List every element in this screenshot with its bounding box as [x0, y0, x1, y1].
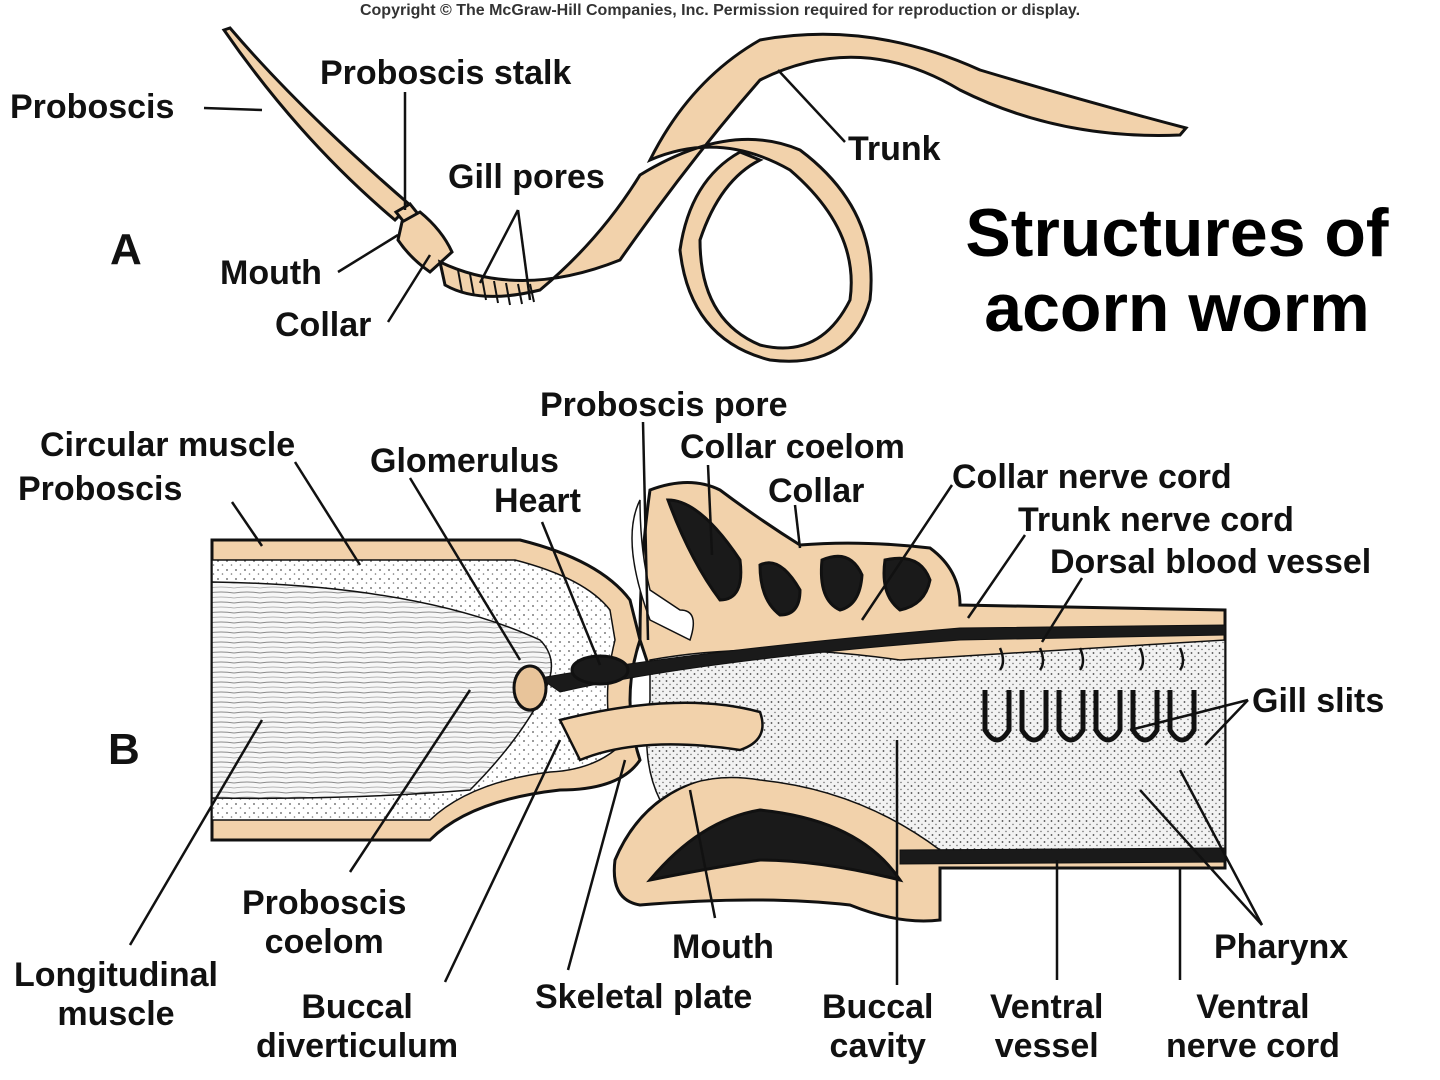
label-b-buccal-cavity-line2: cavity — [829, 1027, 926, 1066]
label-a-collar: Collar — [275, 306, 372, 344]
worm-gill-pores — [457, 269, 535, 306]
label-b-trunk-nerve-cord: Trunk nerve cord — [1018, 501, 1294, 539]
section-mouth-cavity — [646, 808, 904, 883]
panel-label-b: B — [108, 725, 140, 774]
section-nerve-cord — [538, 624, 1226, 693]
label-a-proboscis: Proboscis — [10, 88, 175, 126]
worm-illustration — [221, 26, 1189, 363]
section-heart — [570, 654, 630, 686]
worm-trunk — [437, 32, 1189, 363]
title-line-1: Structures of — [965, 195, 1389, 271]
copyright-notice: Copyright © The McGraw-Hill Companies, I… — [359, 2, 1081, 19]
label-b-collar: Collar — [768, 472, 865, 510]
section-glomerulus — [512, 664, 548, 712]
label-b-proboscis-coelom: Proboscis coelom — [242, 884, 406, 962]
diagram-title: Structures of acorn worm — [922, 196, 1432, 346]
label-b-skeletal-plate: Skeletal plate — [535, 978, 753, 1016]
label-b-proboscis-pore: Proboscis pore — [540, 386, 788, 424]
label-b-longitudinal-muscle-line2: muscle — [57, 995, 175, 1034]
section-skeletal-plate — [558, 701, 764, 762]
section-collar-coelom-3 — [819, 554, 864, 612]
label-b-buccal-diverticulum-line2: diverticulum — [256, 1027, 459, 1066]
leader-lines-a — [203, 69, 846, 323]
leader-lines-b — [128, 421, 1264, 985]
section-dorsal-vessel-branches — [998, 647, 1185, 671]
label-b-buccal-cavity: Buccal cavity — [822, 988, 934, 1066]
label-b-ventral-vessel: Ventral vessel — [990, 988, 1103, 1066]
panel-label-a: A — [110, 225, 142, 274]
section-collar-coelom-1 — [665, 498, 743, 602]
label-a-gill-pores: Gill pores — [448, 158, 605, 196]
label-a-mouth: Mouth — [220, 254, 322, 292]
label-b-mouth: Mouth — [672, 928, 774, 966]
section-ventral-band — [899, 847, 1226, 865]
label-b-ventral-nerve-cord-line1: Ventral — [1196, 988, 1310, 1026]
section-illustration — [210, 481, 1227, 923]
label-b-buccal-diverticulum: Buccal diverticulum — [256, 988, 458, 1066]
label-b-collar-nerve-cord: Collar nerve cord — [952, 458, 1232, 496]
label-b-circular-muscle: Circular muscle — [40, 426, 296, 464]
label-a-trunk: Trunk — [848, 130, 941, 168]
label-b-proboscis-coelom-line1: Proboscis — [242, 884, 407, 922]
label-b-gill-slits: Gill slits — [1252, 682, 1385, 720]
label-b-longitudinal-muscle: Longitudinal muscle — [14, 956, 218, 1034]
label-b-buccal-diverticulum-line1: Buccal — [301, 988, 413, 1026]
label-b-collar-coelom: Collar coelom — [680, 428, 905, 466]
label-a-proboscis-stalk: Proboscis stalk — [320, 54, 572, 92]
label-b-ventral-vessel-line2: vessel — [994, 1027, 1099, 1066]
label-b-proboscis: Proboscis — [18, 470, 183, 508]
label-b-ventral-vessel-line1: Ventral — [990, 988, 1104, 1026]
section-gill-slits — [982, 690, 1197, 743]
section-collar-coelom-2 — [758, 561, 802, 617]
label-b-buccal-cavity-line1: Buccal — [822, 988, 934, 1026]
label-b-longitudinal-muscle-line1: Longitudinal — [14, 956, 218, 994]
label-b-pharynx: Pharynx — [1214, 928, 1349, 966]
label-b-ventral-nerve-cord: Ventral nerve cord — [1166, 988, 1340, 1066]
label-b-ventral-nerve-cord-line2: nerve cord — [1166, 1027, 1340, 1066]
label-b-proboscis-coelom-line2: coelom — [264, 923, 384, 962]
label-b-heart: Heart — [494, 482, 581, 520]
label-b-glomerulus: Glomerulus — [370, 442, 559, 480]
title-line-2: acorn worm — [984, 269, 1370, 346]
label-b-dorsal-blood-vessel: Dorsal blood vessel — [1050, 543, 1372, 581]
